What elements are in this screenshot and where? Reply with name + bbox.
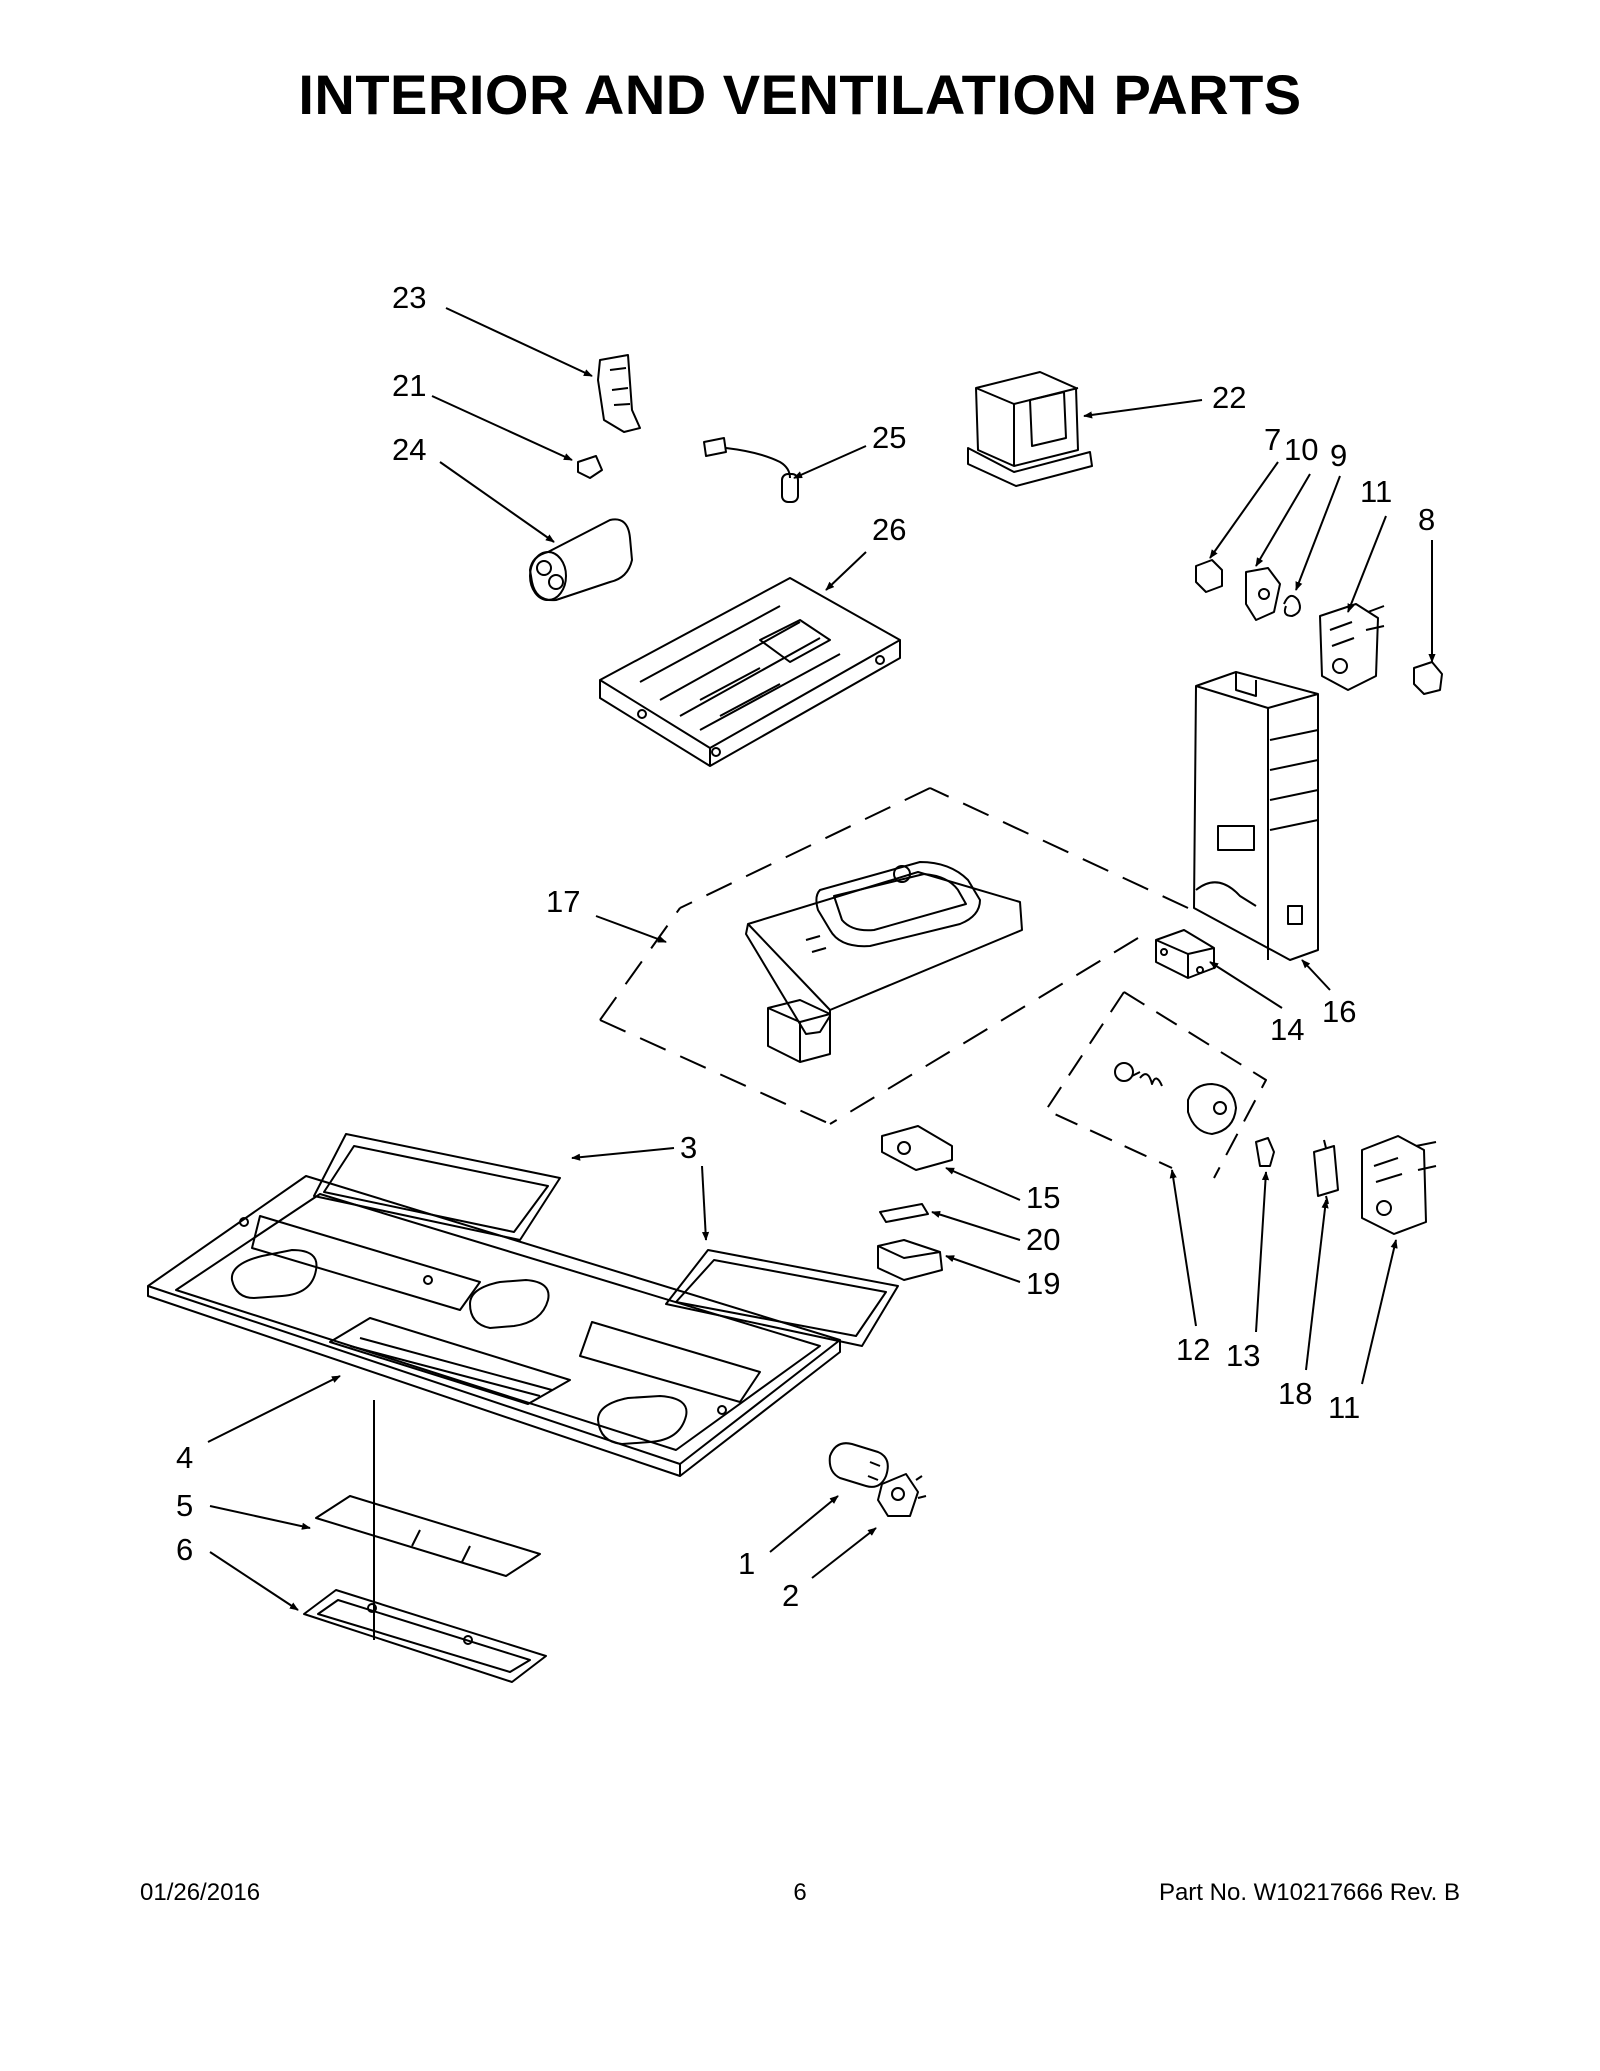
callout-21: 21 <box>392 368 426 403</box>
part-25-thermal-fuse <box>703 437 799 503</box>
part-3-filter-right <box>665 1249 899 1347</box>
callout-20: 20 <box>1026 1222 1060 1257</box>
callout-23: 23 <box>392 280 426 315</box>
callout-18: 18 <box>1278 1376 1312 1411</box>
footer-part-number: Part No. W10217666 Rev. B <box>1158 1879 1460 1906</box>
part-19-lamp-holder <box>877 1239 943 1281</box>
part-21-clip <box>577 455 603 479</box>
callout-14: 14 <box>1270 1012 1304 1047</box>
part-1-lamp <box>828 1442 889 1488</box>
callout-4: 4 <box>176 1440 193 1475</box>
part-26-base-plate <box>599 577 901 767</box>
part-12-dashed-outline <box>1045 991 1267 1179</box>
part-22-transformer <box>967 371 1093 487</box>
part-13-thermistor <box>1255 1137 1275 1167</box>
callout-9: 9 <box>1330 438 1347 473</box>
part-3-filter-left <box>313 1133 561 1241</box>
part-24-capacitor <box>529 518 633 602</box>
callout-2: 2 <box>782 1578 799 1613</box>
part-11-interlock-bracket-bottom <box>1361 1135 1437 1235</box>
callout-8: 8 <box>1418 502 1435 537</box>
part-17-waveguide <box>745 861 1023 1035</box>
callout-10: 10 <box>1284 432 1318 467</box>
part-6-lens-frame <box>303 1589 547 1683</box>
callout-numbers: 1 2 3 3 4 5 6 7 8 9 10 11 11 12 13 14 15… <box>176 280 1435 1613</box>
footer-page-number: 6 <box>793 1879 807 1906</box>
callout-22: 22 <box>1212 380 1246 415</box>
callout-5: 5 <box>176 1488 193 1523</box>
part-11-interlock-bracket-top <box>1319 603 1385 691</box>
part-17-bracket <box>767 999 831 1063</box>
part-7-switch <box>1195 559 1223 593</box>
callout-11b: 11 <box>1328 1390 1360 1425</box>
part-17-dashed-outline <box>599 787 1189 1125</box>
callout-13: 13 <box>1226 1338 1260 1373</box>
callout-25: 25 <box>872 420 906 455</box>
callout-7: 7 <box>1264 422 1281 457</box>
part-15-bracket <box>881 1125 953 1171</box>
part-12-damper <box>1114 1062 1237 1135</box>
part-4-bottom-panel <box>147 1175 841 1477</box>
part-9-spring <box>1283 594 1301 617</box>
callout-6: 6 <box>176 1532 193 1567</box>
callout-24: 24 <box>392 432 426 467</box>
callout-3: 3 <box>680 1130 697 1165</box>
callout-19: 19 <box>1026 1266 1060 1301</box>
part-18-sensor <box>1313 1139 1339 1205</box>
callout-15: 15 <box>1026 1180 1060 1215</box>
callout-17: 17 <box>546 884 580 919</box>
footer-date: 01/26/2016 <box>140 1879 261 1906</box>
part-2-lamp-socket <box>877 1473 927 1517</box>
callout-11: 11 <box>1360 474 1392 509</box>
part-10-actuator <box>1245 567 1281 621</box>
callout-1: 1 <box>738 1546 755 1581</box>
part-20-pin <box>879 1203 929 1223</box>
callout-12: 12 <box>1176 1332 1210 1367</box>
page-title: INTERIOR AND VENTILATION PARTS <box>298 63 1302 126</box>
part-23-bracket <box>597 354 641 433</box>
part-5-lens <box>315 1495 541 1577</box>
callout-26: 26 <box>872 512 906 547</box>
part-16-side-panel <box>1193 671 1319 961</box>
part-8-switch <box>1413 661 1443 695</box>
part-14-relay <box>1155 929 1215 979</box>
callout-16: 16 <box>1322 994 1356 1029</box>
